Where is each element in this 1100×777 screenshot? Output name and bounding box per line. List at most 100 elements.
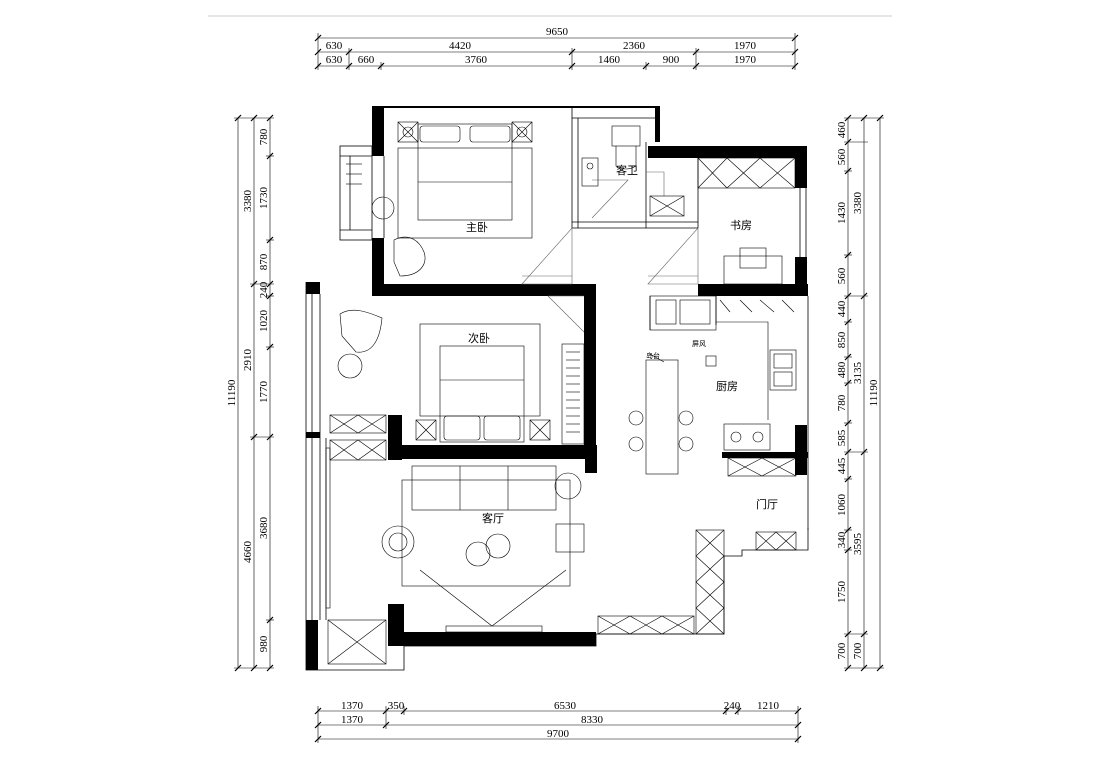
dim-top-r2-5: 1970 [734,54,757,66]
dim-bot-r2-1: 8330 [581,714,604,726]
dim-bot-r1-2: 6530 [554,700,577,712]
stove [723,423,771,451]
ottoman [555,523,585,553]
label-kitchen: 厨房 [716,380,738,393]
dim-left-g0: 3380 [242,190,254,213]
dim-right-d7: 780 [836,394,848,411]
label-foyer: 门厅 [756,497,778,511]
dim-bot-r1-4: 1210 [757,700,780,712]
tv-cabinet [445,625,543,633]
dim-top-r2-3: 1460 [598,54,621,66]
dim-top-r1-0: 630 [326,40,343,52]
rug [397,147,533,239]
sink [769,349,797,391]
dim-right-g0: 3380 [852,192,864,215]
rug [401,479,571,587]
bed [439,345,525,443]
dim-top-r2-1: 660 [358,54,375,66]
dim-right-d1: 560 [836,148,848,165]
right-dimensions [844,114,884,672]
shower [649,195,685,217]
desk [723,255,783,285]
cabinet [327,619,387,665]
dim-top-total: 9650 [546,26,569,38]
dim-right-d8: 585 [836,429,848,446]
dim-top-r1-2: 2360 [623,40,646,52]
dim-top-r2-2: 3760 [465,54,488,66]
side-table [554,472,582,500]
label-study: 书房 [730,219,752,232]
dim-right-d4: 440 [836,300,848,317]
dim-left-g1: 2910 [242,349,254,372]
master-bedroom-furniture [346,121,533,277]
cabinet [649,295,717,331]
dim-left-d7: 980 [258,635,270,652]
dim-top-r1-3: 1970 [734,40,757,52]
walls [306,106,808,670]
dim-right-d12: 1750 [836,581,848,604]
dim-left-d0: 780 [258,128,270,145]
dim-bot-total: 9700 [547,728,570,740]
second-bedroom-furniture [329,309,585,461]
lounge-chair [381,525,415,559]
dim-bot-r2-0: 1370 [341,714,364,726]
top-dimensions [314,33,799,70]
dim-left-total: 11190 [226,379,238,406]
island [645,359,679,475]
dim-left-d6: 3680 [258,517,270,540]
study-furniture [697,157,796,285]
bed [417,123,513,221]
left-dimensions [234,114,274,672]
left-dimension-labels: 11190 3380 2910 4660 780 1730 870 240 10… [226,128,270,652]
nightstand [415,419,437,441]
vanity [581,157,599,187]
label-screen: 屏风 [692,340,706,348]
label-master-bedroom: 主卧 [466,221,488,234]
dim-left-d4: 1020 [258,310,270,333]
dim-top-r1-1: 4420 [449,40,472,52]
dim-bot-r1-0: 1370 [341,700,364,712]
dim-left-d2: 870 [258,253,270,270]
dim-right-d2: 1430 [836,202,848,225]
dim-top-r2-0: 630 [326,54,343,66]
label-second-bedroom: 次卧 [468,331,490,345]
bottom-dimensions [314,706,802,743]
door-swings [521,171,699,333]
dim-right-g1: 3135 [852,362,864,385]
label-living-room: 客厅 [482,511,504,525]
kitchen-furniture [628,295,797,477]
dim-left-g2: 4660 [242,541,254,564]
dim-left-d5: 1770 [258,381,270,404]
dim-right-d13: 700 [836,642,848,659]
dim-right-d6: 480 [836,361,848,378]
dim-right-d9: 445 [836,457,848,474]
shelf [329,414,387,434]
counter [727,457,797,477]
dim-right-d3: 560 [836,267,848,284]
dim-bot-r1-1: 350 [388,700,405,712]
bottom-dimension-labels: 1370 350 6530 240 1210 1370 8330 9700 [341,700,780,740]
dim-right-d10: 1060 [836,494,848,517]
dim-left-d3: 240 [258,281,270,298]
label-guest-bath: 客卫 [616,163,638,177]
bookshelf [697,157,796,189]
dim-top-r2-4: 900 [663,54,680,66]
dim-bot-r1-3: 240 [724,700,741,712]
dim-right-d0: 460 [836,121,848,138]
room-labels: 主卧 客卫 书房 次卧 厨房 岛台 屏风 客厅 门厅 [466,163,778,525]
shoe-cabinet [695,529,725,635]
bath-fixtures [581,125,685,217]
dim-left-d1: 1730 [258,187,270,210]
side-table [337,353,363,379]
right-dimension-labels: 460 560 1430 560 440 850 480 780 585 445… [836,121,880,659]
top-dimension-labels: 9650 630 4420 2360 1970 630 660 3760 146… [326,26,757,66]
dim-right-total: 11190 [868,379,880,406]
living-room-furniture [325,447,797,665]
wardrobe [561,343,585,445]
rug [419,323,541,417]
chair [739,247,767,269]
dim-right-g3: 700 [852,642,864,659]
dim-right-d5: 850 [836,331,848,348]
toilet [611,125,641,147]
